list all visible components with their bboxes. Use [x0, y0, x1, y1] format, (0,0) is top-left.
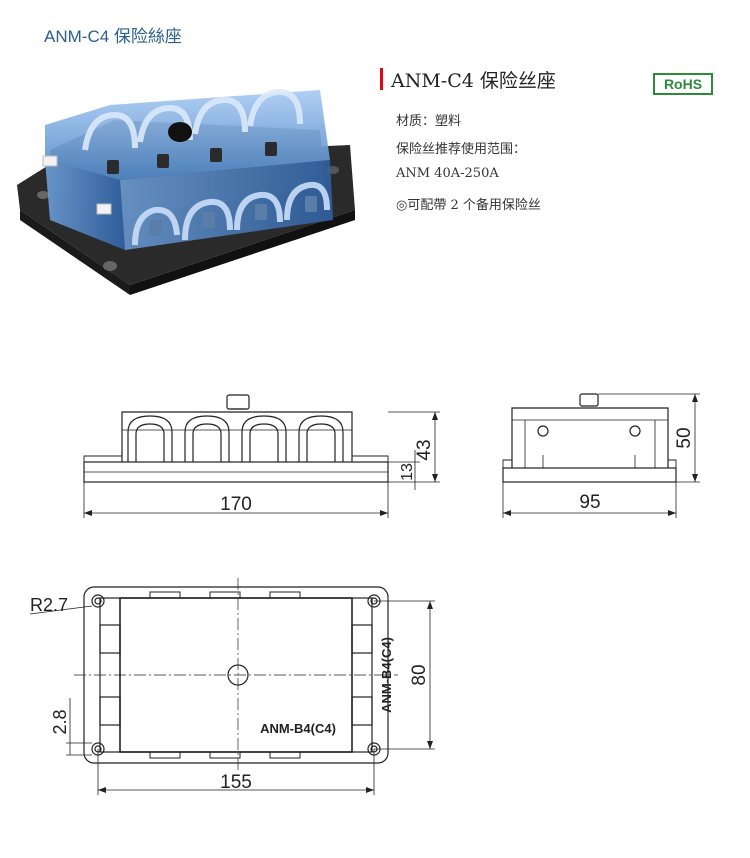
spec-title: ANM-C4 保险丝座: [380, 66, 556, 92]
title-accent-bar: [380, 68, 383, 90]
top-depth-dim: 80: [409, 664, 430, 685]
fuse-range-label: 保险丝推荐使用范围：: [396, 142, 527, 157]
technical-drawing: 170 43 13 95 50: [29, 393, 700, 795]
part-marking: ANM-B4(C4): [260, 721, 336, 736]
top-view: [29, 578, 435, 795]
side-view: [502, 393, 700, 518]
side-width-dim: 95: [579, 492, 600, 513]
side-height-dim: 50: [674, 427, 695, 448]
rohs-badge: RoHS: [653, 73, 713, 95]
page-heading: ANM-C4 保险絲座: [44, 27, 182, 46]
base-height-dim: 13: [399, 463, 416, 481]
product-photo: [17, 88, 355, 295]
front-view: [83, 394, 440, 518]
top-width-dim: 155: [220, 772, 252, 793]
material-text: 材质：塑料: [396, 114, 462, 129]
spec-title-text: ANM-C4 保险丝座: [391, 69, 556, 92]
corner-radius-dim: R2.7: [30, 595, 68, 615]
front-width-dim: 170: [220, 494, 252, 515]
spare-fuse-note: ◎可配帶 2 个备用保险丝: [396, 198, 541, 213]
side-marking: ANM-B4(C4): [379, 637, 394, 713]
fuse-range-value: ANM 40A-250A: [396, 166, 499, 181]
front-height-dim: 43: [414, 439, 435, 460]
hole-offset-dim: 2.8: [50, 709, 70, 734]
